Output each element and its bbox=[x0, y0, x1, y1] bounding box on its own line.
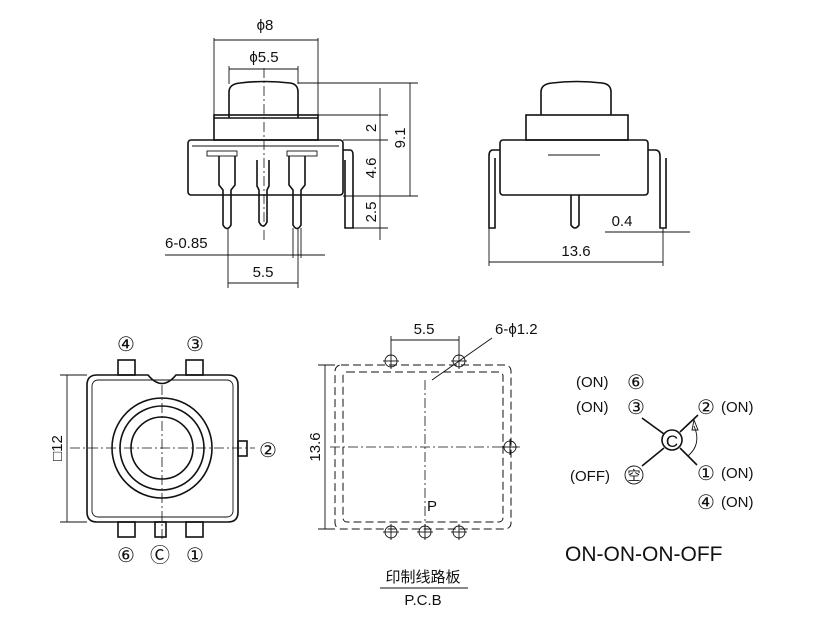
terminal-4-pin: ④ bbox=[697, 492, 715, 514]
pin-label-3: ③ bbox=[186, 334, 204, 356]
terminal-2-state: (ON) bbox=[721, 399, 754, 416]
dim-pin-pitch: 5.5 bbox=[253, 264, 274, 281]
dim-width: 13.6 bbox=[561, 243, 590, 260]
terminal-3-state: (ON) bbox=[576, 399, 609, 416]
dim-pcb-size: 13.6 bbox=[307, 432, 324, 461]
pcb-marker: P bbox=[427, 498, 437, 515]
pin-label-4: ④ bbox=[117, 334, 135, 356]
terminal-off-pin: 空 bbox=[627, 468, 640, 483]
terminal-1-pin: ① bbox=[697, 463, 715, 485]
dim-total-height: 9.1 bbox=[392, 128, 409, 149]
terminal-1-state: (ON) bbox=[721, 465, 754, 482]
pcb-label-en: P.C.B bbox=[404, 592, 441, 609]
terminal-3-pin: ③ bbox=[627, 397, 645, 419]
pin-label-6: ⑥ bbox=[117, 545, 135, 567]
dim-lead-thickness: 0.4 bbox=[612, 213, 633, 230]
switch-sequence: ON-ON-ON-OFF bbox=[565, 543, 722, 566]
terminal-off-state: (OFF) bbox=[570, 468, 610, 485]
dim-body-height: 4.6 bbox=[363, 158, 380, 179]
pin-label-c: Ⓒ bbox=[150, 544, 170, 567]
pcb-label-cn: 印制线路板 bbox=[385, 568, 460, 586]
terminal-6-pin: ⑥ bbox=[627, 372, 645, 394]
dim-pin-length: 2.5 bbox=[363, 202, 380, 223]
terminal-4-state: (ON) bbox=[721, 494, 754, 511]
dim-pcb-pitch: 5.5 bbox=[414, 321, 435, 338]
dim-outer-diameter: ϕ8 bbox=[257, 17, 274, 34]
dim-cap-height: 2 bbox=[363, 124, 380, 132]
dim-square: □12 bbox=[49, 435, 66, 461]
dim-cap-diameter: ϕ5.5 bbox=[249, 49, 278, 66]
dim-pcb-holes: 6-ϕ1.2 bbox=[495, 321, 538, 338]
terminal-2-pin: ② bbox=[697, 397, 715, 419]
common-terminal: C bbox=[666, 432, 678, 451]
dim-pin-width: 6-0.85 bbox=[165, 235, 208, 252]
switch-schematic: C (ON) ⑥ (ON) ③ ② (ON) (OFF) 空 ① (ON) ④ … bbox=[565, 372, 754, 566]
end-view: 13.6 0.4 bbox=[488, 80, 690, 266]
pin-label-1: ① bbox=[186, 545, 204, 567]
side-view: ϕ8 ϕ5.5 2 4.6 2.5 9.1 6-0.85 5.5 bbox=[165, 17, 418, 288]
top-view: □12 ④ ③ ② ⑥ Ⓒ ① bbox=[49, 334, 277, 567]
terminal-6-state: (ON) bbox=[576, 374, 609, 391]
pin-label-2: ② bbox=[259, 440, 277, 462]
pcb-layout: 5.5 6-ϕ1.2 13.6 P 印制线路板 P.C.B bbox=[307, 321, 538, 609]
